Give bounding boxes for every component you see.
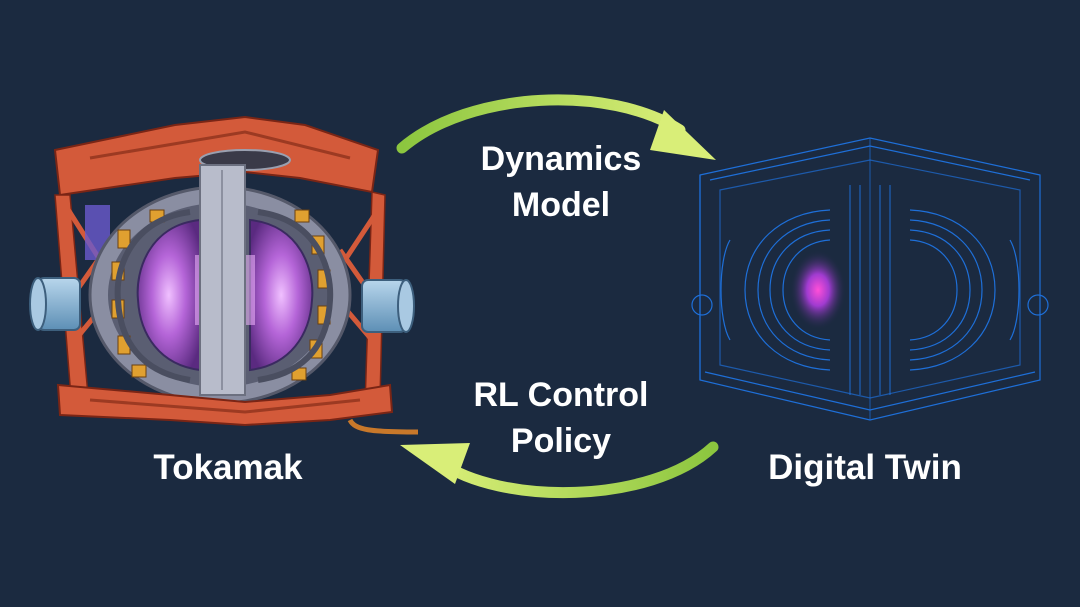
top-arrow-label: Dynamics Model — [420, 136, 702, 228]
tokamak-plasma-left — [136, 218, 201, 372]
bottom-arrow-label-line-2: Policy — [510, 422, 612, 460]
bottom-arrow-shaft — [434, 441, 719, 499]
twin-right-coils — [909, 209, 1020, 371]
tokamak-cable — [347, 418, 419, 435]
tokamak-bottom-frame — [56, 383, 394, 427]
bottom-arrow-label-line-1: RL Control — [473, 376, 649, 414]
digital-twin-label: Digital Twin — [768, 448, 962, 487]
tokamak-bottom-frame-detail — [89, 398, 361, 414]
tokamak-inner-ring-left — [114, 209, 191, 383]
top-arrow-head — [650, 110, 716, 160]
tokamak-plasma-right — [249, 218, 314, 372]
bottom-arrow-label: RL Control Policy — [420, 372, 702, 464]
twin-central-column — [849, 185, 891, 395]
top-arrow-label-line-2: Model — [511, 186, 611, 224]
top-arrow-shaft — [396, 94, 686, 154]
twin-plasma-glow — [790, 250, 846, 330]
tokamak-top-frame-detail — [89, 130, 351, 160]
tokamak-left-port — [29, 277, 81, 331]
tokamak-illustration — [29, 115, 419, 435]
tokamak-label: Tokamak — [153, 448, 303, 487]
bottom-arrow — [400, 441, 719, 499]
bottom-arrow-head — [400, 443, 470, 484]
twin-left-coils — [720, 209, 831, 371]
top-arrow-label-line-1: Dynamics — [480, 140, 642, 178]
digital-twin-illustration — [691, 137, 1049, 421]
tokamak-inner-ring-right — [257, 209, 334, 383]
tokamak-right-port — [361, 279, 415, 333]
top-arrow — [396, 94, 716, 160]
